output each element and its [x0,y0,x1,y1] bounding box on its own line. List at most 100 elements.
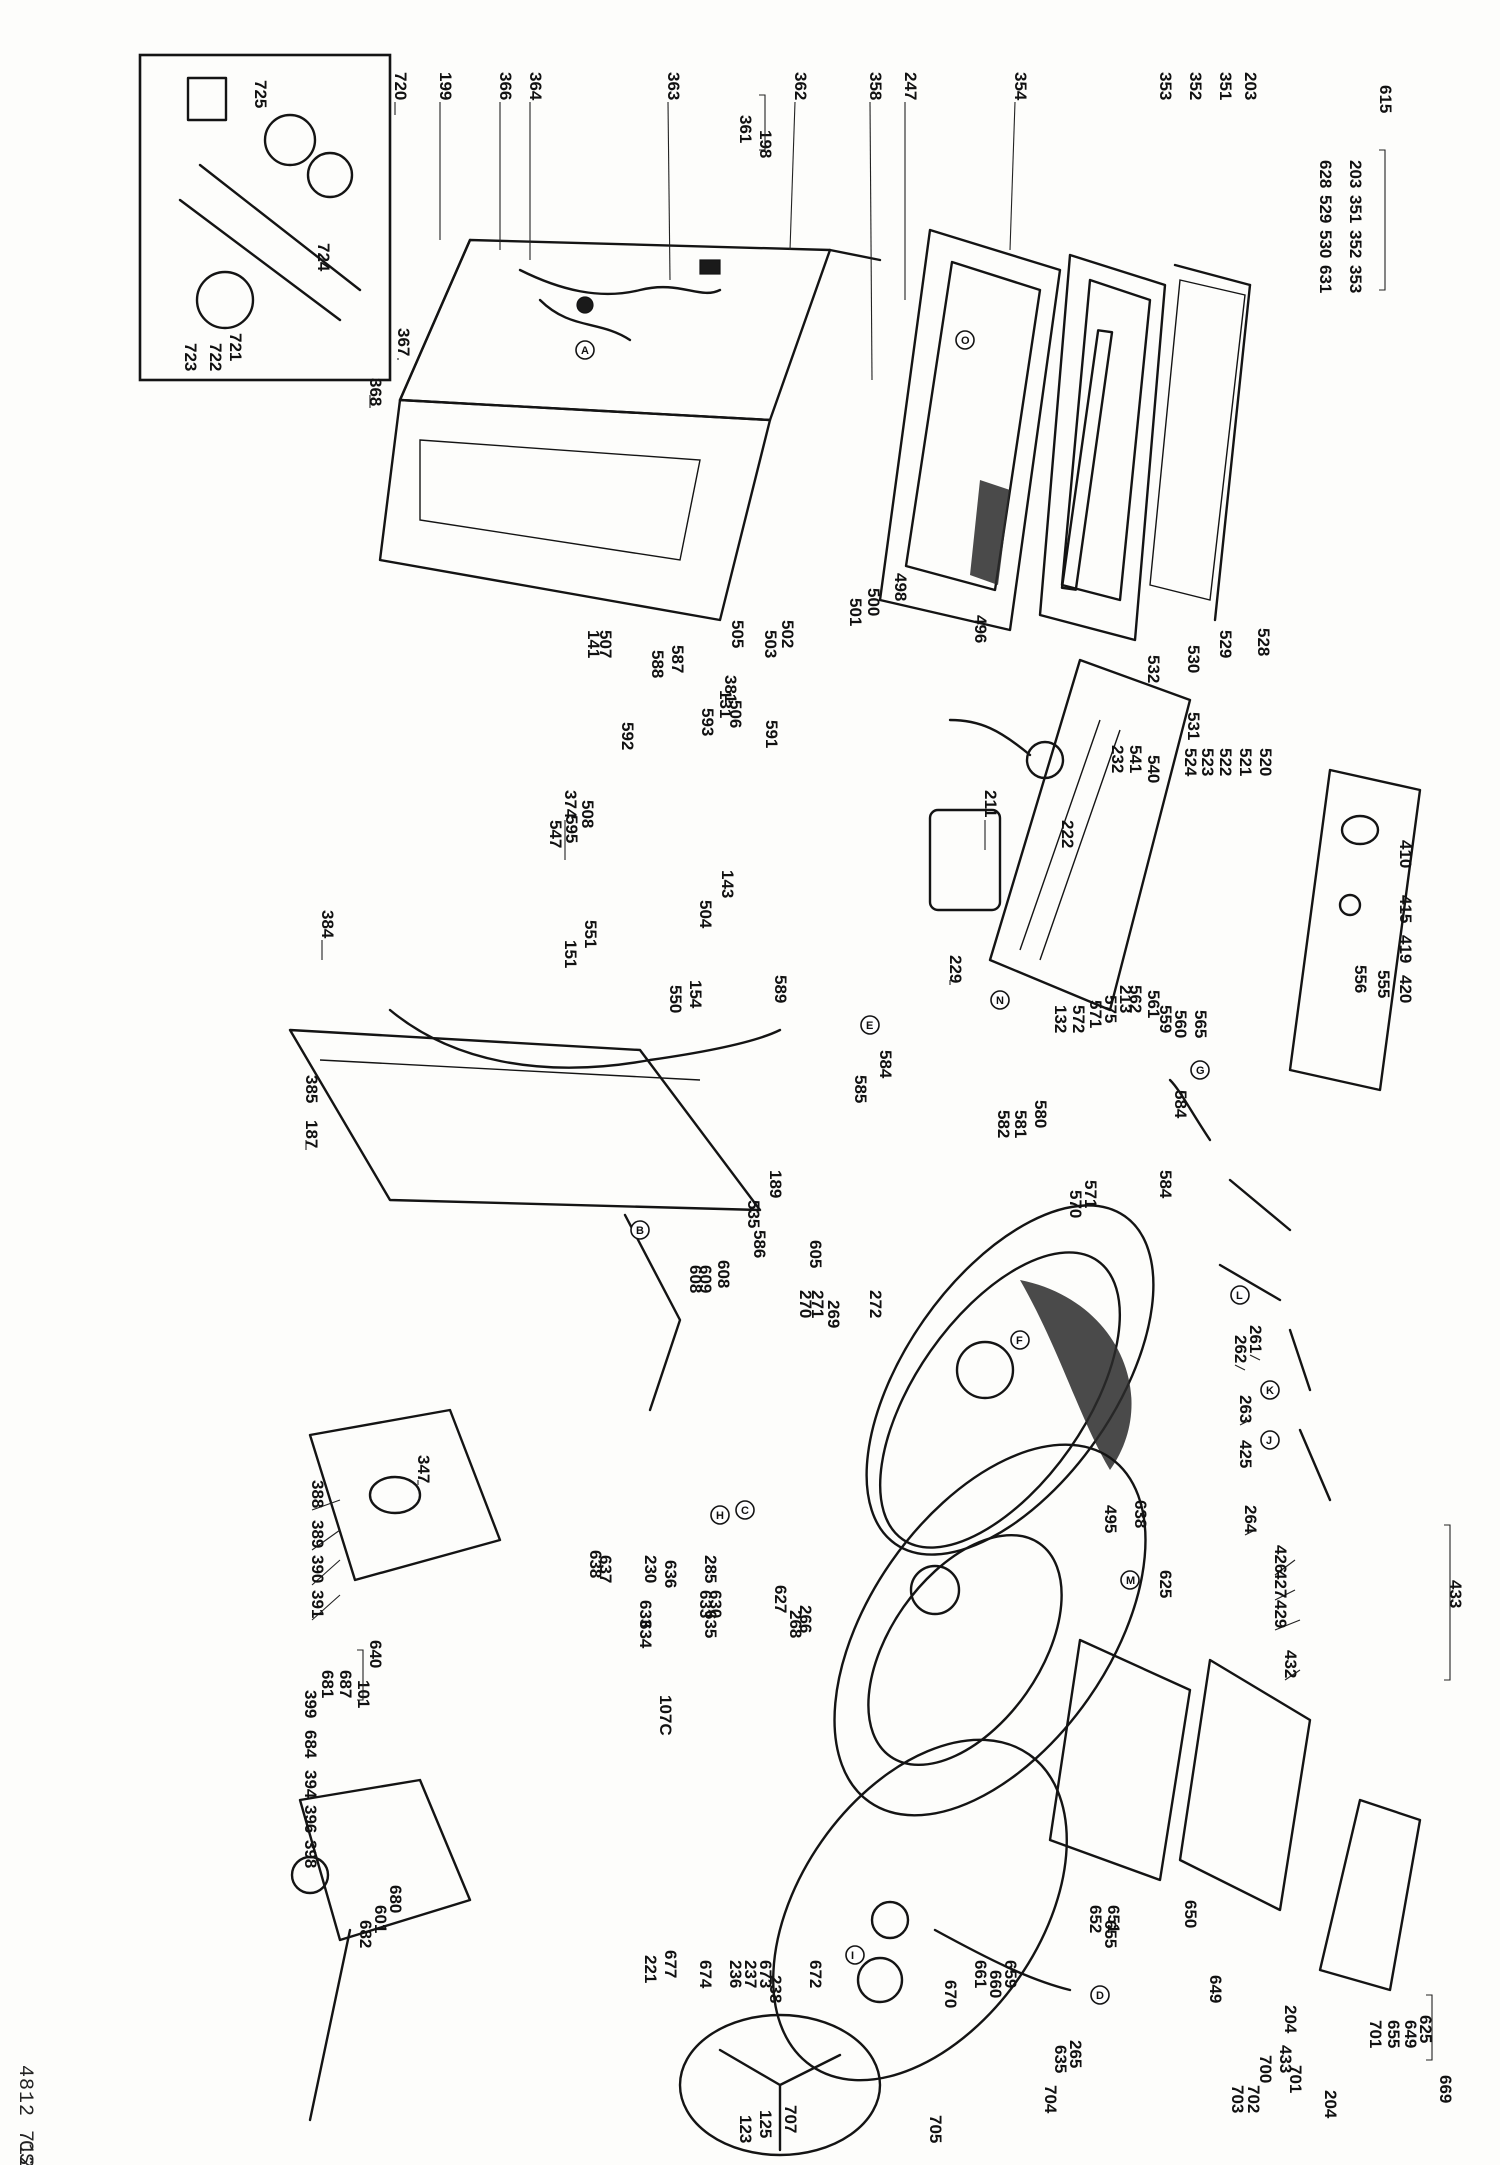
connector-marker-o: O [955,330,975,350]
leader-363 [667,101,671,281]
part-label-659: 659 [1001,1960,1020,1988]
part-label-265: 265 [1066,2040,1085,2068]
part-label-541: 541 [1126,745,1145,773]
connector-marker-n: N [990,990,1010,1010]
leader-358 [869,101,873,381]
part-label-531: 531 [1184,712,1203,740]
part-label-551: 551 [581,920,600,948]
connector-marker-j: J [1260,1430,1280,1450]
part-label-268: 268 [786,1610,805,1638]
part-label-649: 649 [1401,2020,1420,2048]
part-label-560: 560 [1171,1010,1190,1038]
part-label-507: 507 [596,630,615,658]
part-label-261: 261 [1246,1325,1265,1353]
part-label-635: 635 [701,1610,720,1638]
part-label-264: 264 [1241,1505,1260,1534]
connector-marker-h: H [710,1505,730,1525]
part-label-707: 707 [781,2105,800,2133]
part-label-724: 724 [314,243,333,272]
svg-text:J: J [1266,1435,1272,1447]
part-label-285: 285 [701,1555,720,1583]
part-label-720: 720 [391,72,410,100]
part-label-361: 361 [736,115,755,143]
part-label-272: 272 [866,1290,885,1318]
part-label-582: 582 [994,1110,1013,1138]
part-label-703: 703 [1228,2085,1247,2113]
part-label-396: 396 [301,1805,320,1833]
connector-marker-g: G [1190,1060,1210,1080]
part-label-503: 503 [761,630,780,658]
part-label-262: 262 [1231,1335,1250,1363]
connector-marker-k: K [1260,1380,1280,1400]
part-label-523: 523 [1198,748,1217,776]
part-label-681: 681 [318,1670,337,1698]
part-label-652: 652 [1086,1905,1105,1933]
part-label-213: 213 [1116,985,1135,1013]
part-label-432: 432 [1281,1650,1300,1678]
group-bracket [1444,1524,1451,1681]
part-label-565: 565 [1191,1010,1210,1038]
svg-text:N: N [996,995,1004,1007]
part-label-522: 522 [1216,748,1235,776]
leader-389 [311,1529,341,1551]
part-label-627: 627 [771,1585,790,1613]
leader-362 [789,101,796,251]
part-label-669: 669 [1436,2075,1455,2103]
part-label-725: 725 [251,80,270,108]
part-label-204: 204 [1281,2005,1300,2034]
part-label-237: 237 [741,1960,760,1988]
svg-text:B: B [636,1225,644,1237]
part-label-506: 506 [726,700,745,728]
part-label-589: 589 [771,975,790,1003]
connector-marker-b: B [630,1220,650,1240]
part-label-704: 704 [1041,2085,1060,2114]
part-label-584: 584 [876,1050,895,1079]
part-label-410: 410 [1396,840,1415,868]
part-label-363: 363 [664,72,683,100]
part-label-270: 270 [796,1290,815,1318]
leader-lines [305,101,1301,1681]
part-label-625: 625 [1416,2015,1435,2043]
part-label-684: 684 [301,1730,320,1759]
part-label-550: 550 [666,985,685,1013]
part-label-637: 637 [596,1555,615,1583]
part-label-496: 496 [971,615,990,643]
leader-264 [1244,1529,1256,1536]
part-label-141: 141 [584,630,603,658]
part-label-429: 429 [1271,1600,1290,1628]
part-label-700: 700 [1256,2055,1275,2083]
part-label-660: 660 [986,1970,1005,1998]
part-label-561: 561 [1144,990,1163,1018]
part-label-347: 347 [414,1455,433,1483]
leader-426 [1274,1559,1296,1576]
part-label-351: 351 [1216,72,1235,100]
group-brackets [357,94,1451,2061]
part-label-354: 354 [1011,72,1030,101]
part-label-636: 636 [661,1560,680,1588]
control-panel-assembly [928,658,1422,1092]
part-label-609: 609 [696,1265,715,1293]
svg-text:K: K [1266,1385,1274,1397]
part-label-189: 189 [766,1170,785,1198]
drive-pulley [678,2013,882,2157]
part-label-673: 673 [756,1960,775,1988]
part-label-500: 500 [864,588,883,616]
hoses [388,718,1212,1992]
part-label-705: 705 [926,2115,945,2143]
group-bracket [1426,1994,1433,2061]
part-label-556: 556 [1351,965,1370,993]
part-label-125: 125 [756,2110,775,2138]
outer-tub [865,1204,1155,1556]
svg-text:I: I [851,1950,854,1962]
part-label-230: 230 [641,1555,660,1583]
connector-marker-i: I [845,1945,865,1965]
part-label-362: 362 [791,72,810,100]
sheet-code: CS.1421.B [13,2140,36,2165]
part-label-593: 593 [698,708,717,736]
part-label-677: 677 [661,1950,680,1978]
connector-marker-a: A [575,340,595,360]
leader-354 [1009,101,1016,251]
svg-text:E: E [866,1020,873,1032]
part-label-572: 572 [1069,1005,1088,1033]
